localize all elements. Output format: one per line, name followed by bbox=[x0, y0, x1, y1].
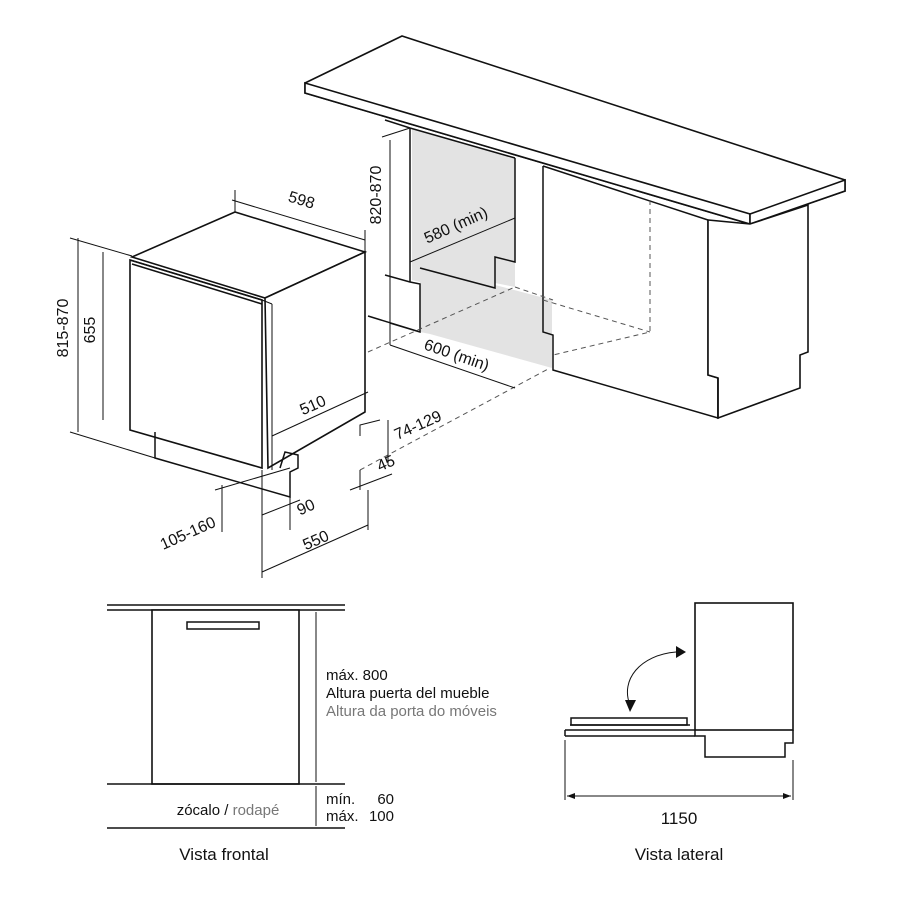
side-view: 1150 Vista lateral bbox=[564, 602, 794, 864]
dishwasher-side bbox=[264, 250, 366, 470]
side-appliance-body bbox=[694, 602, 794, 731]
dim-height-total: 815-870 bbox=[55, 299, 72, 358]
dim-plinth-c: 45 bbox=[375, 452, 398, 475]
side-depth-value: 1150 bbox=[661, 809, 698, 828]
side-view-caption: Vista lateral bbox=[635, 845, 724, 864]
dishwasher-iso: 598 815-870 655 510 105-160 90 550 45 74… bbox=[55, 127, 516, 578]
door-swing-arrow-icon bbox=[626, 651, 677, 706]
door-handle bbox=[186, 621, 260, 630]
dim-plinth-a: 105-160 bbox=[158, 514, 219, 553]
plinth-max-label: máx. bbox=[326, 808, 359, 825]
dim-height-body: 655 bbox=[82, 317, 99, 344]
front-door-height-pt: Altura da porta do móveis bbox=[326, 703, 497, 720]
front-view-caption: Vista frontal bbox=[179, 845, 268, 864]
plinth-min-label: mín. bbox=[326, 791, 355, 808]
front-view: máx. 800 Altura puerta del mueble Altura… bbox=[107, 604, 497, 864]
plinth-max-value: 100 bbox=[369, 808, 394, 825]
countertop bbox=[304, 35, 846, 225]
cabinet-niche bbox=[304, 35, 846, 471]
dim-niche-height: 820-870 bbox=[368, 166, 385, 225]
dim-plinth-b: 90 bbox=[295, 496, 318, 519]
front-max-label: máx. 800 bbox=[326, 667, 388, 684]
dim-width: 598 bbox=[286, 189, 317, 213]
front-door-panel bbox=[151, 609, 300, 785]
left-cabinet bbox=[367, 119, 421, 334]
side-open-door bbox=[570, 717, 688, 726]
dim-depth: 550 bbox=[301, 528, 332, 554]
front-door-height-es: Altura puerta del mueble bbox=[326, 685, 489, 702]
plinth-label: zócalo / rodapé bbox=[177, 802, 280, 819]
plinth-min-value: 60 bbox=[377, 791, 394, 808]
